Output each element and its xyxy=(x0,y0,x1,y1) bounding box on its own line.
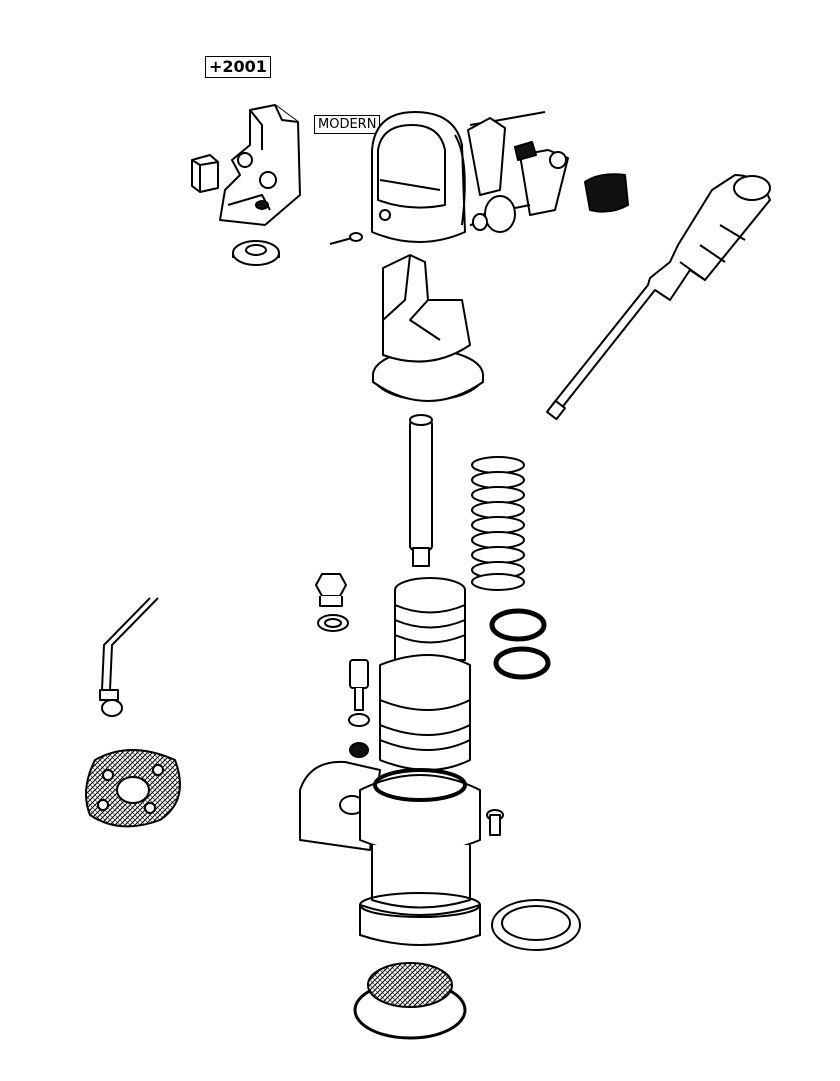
variant-label-2001: +2001 xyxy=(205,56,271,78)
flat-washer-top xyxy=(232,240,280,266)
o-ring-1 xyxy=(489,608,547,642)
piston-rod xyxy=(409,414,433,567)
black-cap xyxy=(584,173,629,213)
lever-linkage xyxy=(467,111,569,233)
valve-assembly xyxy=(348,659,370,758)
lever-handle xyxy=(545,174,771,421)
flange-gasket xyxy=(85,749,181,828)
filter-screen xyxy=(353,962,467,1040)
group-head-cap xyxy=(371,111,466,243)
piston-top xyxy=(372,254,484,402)
large-washer xyxy=(491,899,581,951)
bent-pipe xyxy=(99,597,159,717)
o-ring-2 xyxy=(493,646,551,680)
screw-right xyxy=(486,809,504,836)
screw-small xyxy=(329,232,363,245)
washer-small xyxy=(317,614,349,632)
small-block xyxy=(191,154,219,193)
lever-bracket-2001 xyxy=(219,104,301,226)
group-body xyxy=(299,577,481,946)
spring xyxy=(471,456,525,591)
hex-plug xyxy=(315,573,347,607)
variant-label-modern: MODERN xyxy=(314,115,381,134)
